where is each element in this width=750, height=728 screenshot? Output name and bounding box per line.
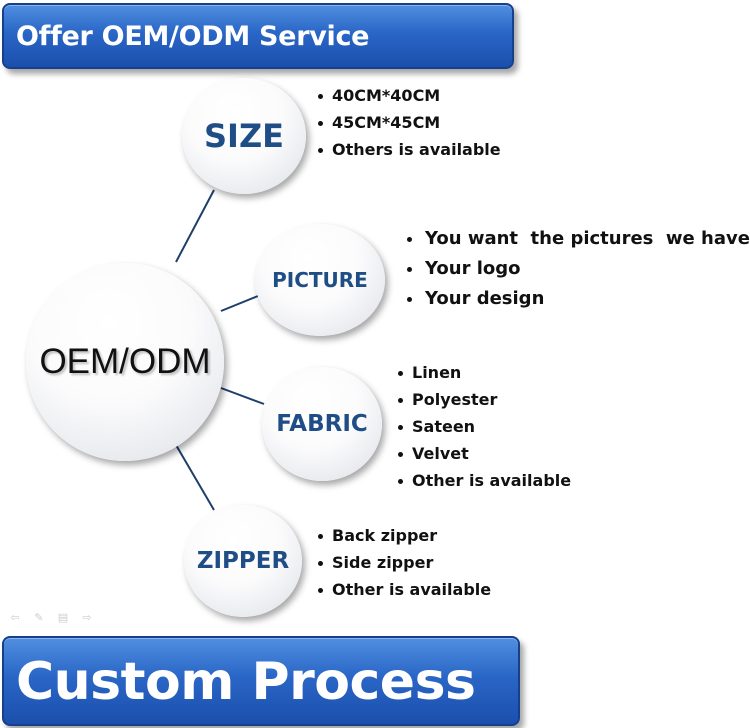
list-item: Other is available	[396, 470, 571, 497]
size-list: 40CM*40CM 45CM*45CM Others is available	[316, 85, 501, 166]
node-zipper-label: ZIPPER	[196, 548, 290, 574]
node-zipper: ZIPPER	[184, 505, 302, 617]
list-item: Your design	[403, 287, 750, 317]
fabric-list: Linen Polyester Sateen Velvet Other is a…	[396, 362, 571, 497]
node-fabric-label: FABRIC	[276, 411, 368, 437]
pen-icon[interactable]: ✎	[34, 611, 44, 624]
list-item: 45CM*45CM	[316, 112, 501, 139]
node-size-label: SIZE	[203, 117, 284, 155]
list-item: Others is available	[316, 139, 501, 166]
list-item: Back zipper	[316, 525, 491, 552]
zipper-list: Back zipper Side zipper Other is availab…	[316, 525, 491, 606]
center-node-label: OEM/ODM	[39, 342, 211, 381]
arrow-right-icon[interactable]: ⇨	[82, 611, 92, 624]
menu-icon[interactable]: ▤	[57, 611, 69, 624]
footer-banner: Custom Process	[2, 636, 520, 726]
node-fabric: FABRIC	[262, 367, 382, 481]
connector-fabric	[220, 387, 265, 405]
list-item: Sateen	[396, 416, 571, 443]
footer-title: Custom Process	[16, 652, 476, 712]
connector-size	[175, 189, 215, 263]
connector-picture	[220, 295, 259, 312]
list-item: Your logo	[403, 257, 750, 287]
node-picture-label: PICTURE	[272, 268, 368, 292]
list-item: Linen	[396, 362, 571, 389]
node-picture: PICTURE	[255, 224, 385, 336]
connector-zipper	[175, 444, 215, 511]
list-item: 40CM*40CM	[316, 85, 501, 112]
center-node: OEM/ODM	[26, 263, 224, 461]
list-item: Side zipper	[316, 552, 491, 579]
arrow-left-icon[interactable]: ⇦	[10, 611, 20, 624]
list-item: Other is available	[316, 579, 491, 606]
list-item: Velvet	[396, 443, 571, 470]
list-item: You want the pictures we have	[403, 227, 750, 257]
list-item: Polyester	[396, 389, 571, 416]
header-title: Offer OEM/ODM Service	[16, 21, 370, 52]
slide-toolbar: ⇦ ✎ ▤ ⇨	[8, 612, 94, 624]
node-size: SIZE	[182, 78, 306, 194]
header-banner: Offer OEM/ODM Service	[2, 3, 514, 69]
picture-list: You want the pictures we have Your logo …	[403, 227, 750, 317]
